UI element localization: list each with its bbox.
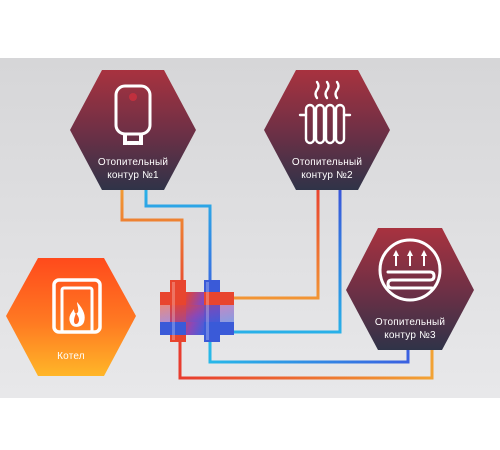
boiler-label: Котел <box>57 351 85 362</box>
circuit2-label-line1: Отопительный <box>291 157 363 168</box>
pipe-circuit2-supply <box>232 180 320 300</box>
underfloor-heating-icon <box>378 238 442 302</box>
boiler-flame-icon <box>52 278 102 334</box>
hydraulic-manifold-icon <box>160 280 234 342</box>
circuit1-label-line2: контур №1 <box>107 170 159 181</box>
pipe-circuit1-return <box>144 180 212 290</box>
circuit1-label: Отопительный контур №1 <box>82 156 184 182</box>
circuit3-node <box>346 228 474 350</box>
circuit1-node <box>70 70 196 190</box>
circuit3-label-line1: Отопительный <box>374 317 446 328</box>
boiler-node <box>6 258 136 376</box>
circuit2-node <box>264 70 390 190</box>
pipes <box>120 180 434 380</box>
circuit2-label: Отопительный контур №2 <box>276 156 378 182</box>
circuit3-label: Отопительный контур №3 <box>359 316 461 342</box>
water-heater-icon <box>114 84 152 145</box>
pipe-circuit2-return <box>232 180 342 334</box>
circuit2-label-line2: контур №2 <box>301 170 353 181</box>
pipe-circuit1-supply <box>120 180 184 290</box>
circuit3-label-line2: контур №3 <box>384 330 436 341</box>
radiator-icon <box>298 80 352 145</box>
pipe-circuit3-supply <box>178 335 434 380</box>
circuit1-label-line1: Отопительный <box>97 157 169 168</box>
